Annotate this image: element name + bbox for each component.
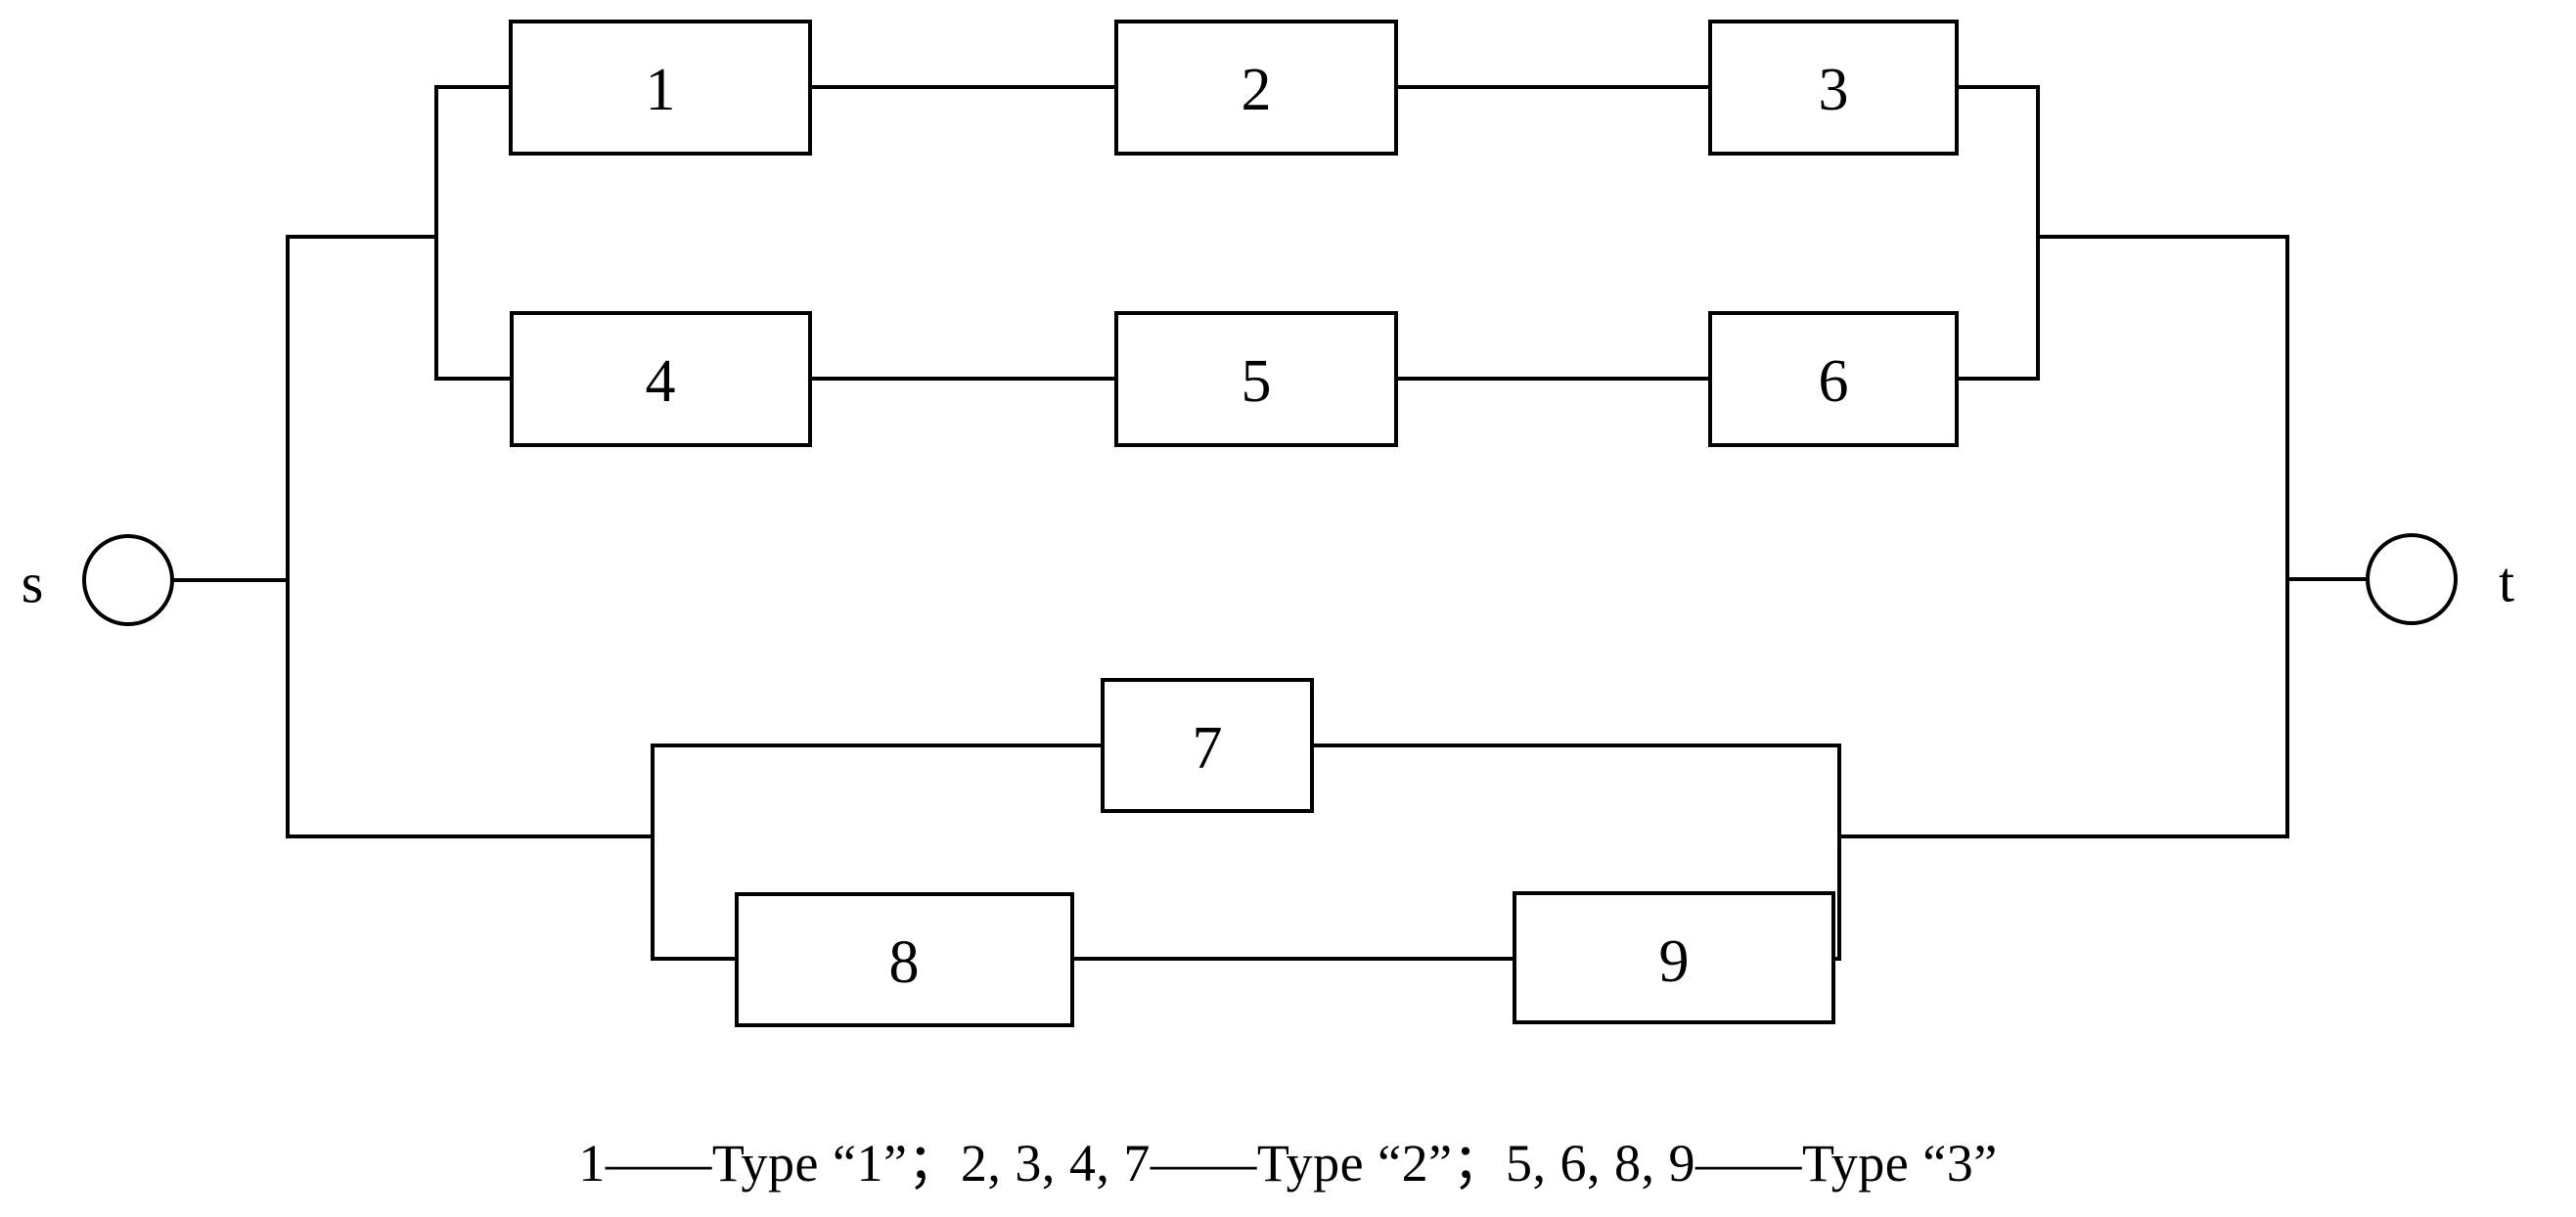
block-1[interactable]: 1 <box>509 20 812 156</box>
block-6-label: 6 <box>1819 348 1849 415</box>
block-5[interactable]: 5 <box>1114 311 1398 447</box>
block-6-rect[interactable] <box>1708 311 1959 447</box>
block-7[interactable]: 7 <box>1101 678 1314 813</box>
block-4[interactable]: 4 <box>510 311 812 447</box>
block-9-label: 9 <box>1659 928 1690 995</box>
block-8-label: 8 <box>889 929 920 996</box>
terminal-s[interactable]: s <box>22 534 174 626</box>
block-1-rect[interactable] <box>509 20 812 156</box>
sink-node-label: t <box>2499 551 2514 614</box>
block-1-label: 1 <box>646 57 676 123</box>
sink-node-circle[interactable] <box>2366 533 2458 625</box>
block-2[interactable]: 2 <box>1114 20 1398 156</box>
block-9-rect[interactable] <box>1513 891 1835 1024</box>
source-node-circle[interactable] <box>82 534 174 626</box>
terminal-group: s t <box>22 533 2514 626</box>
legend-caption: 1——Type “1”；2, 3, 4, 7——Type “2”；5, 6, 8… <box>578 1134 1998 1193</box>
block-7-label: 7 <box>1193 715 1223 782</box>
terminal-t[interactable]: t <box>2366 533 2514 625</box>
block-8[interactable]: 8 <box>735 892 1074 1027</box>
block-group: 1 2 3 4 5 6 <box>509 20 1959 1027</box>
block-8-rect[interactable] <box>735 892 1074 1027</box>
block-5-rect[interactable] <box>1114 311 1398 447</box>
block-2-label: 2 <box>1242 57 1272 123</box>
source-node-label: s <box>22 552 44 615</box>
block-3[interactable]: 3 <box>1708 20 1959 156</box>
block-2-rect[interactable] <box>1114 20 1398 156</box>
block-7-rect[interactable] <box>1101 678 1314 813</box>
block-6[interactable]: 6 <box>1708 311 1959 447</box>
block-3-label: 3 <box>1819 57 1849 123</box>
block-4-label: 4 <box>646 348 676 415</box>
block-4-rect[interactable] <box>510 311 812 447</box>
wire-group <box>170 85 2370 961</box>
block-5-label: 5 <box>1242 348 1272 415</box>
block-9[interactable]: 9 <box>1513 891 1835 1024</box>
block-3-rect[interactable] <box>1708 20 1959 156</box>
